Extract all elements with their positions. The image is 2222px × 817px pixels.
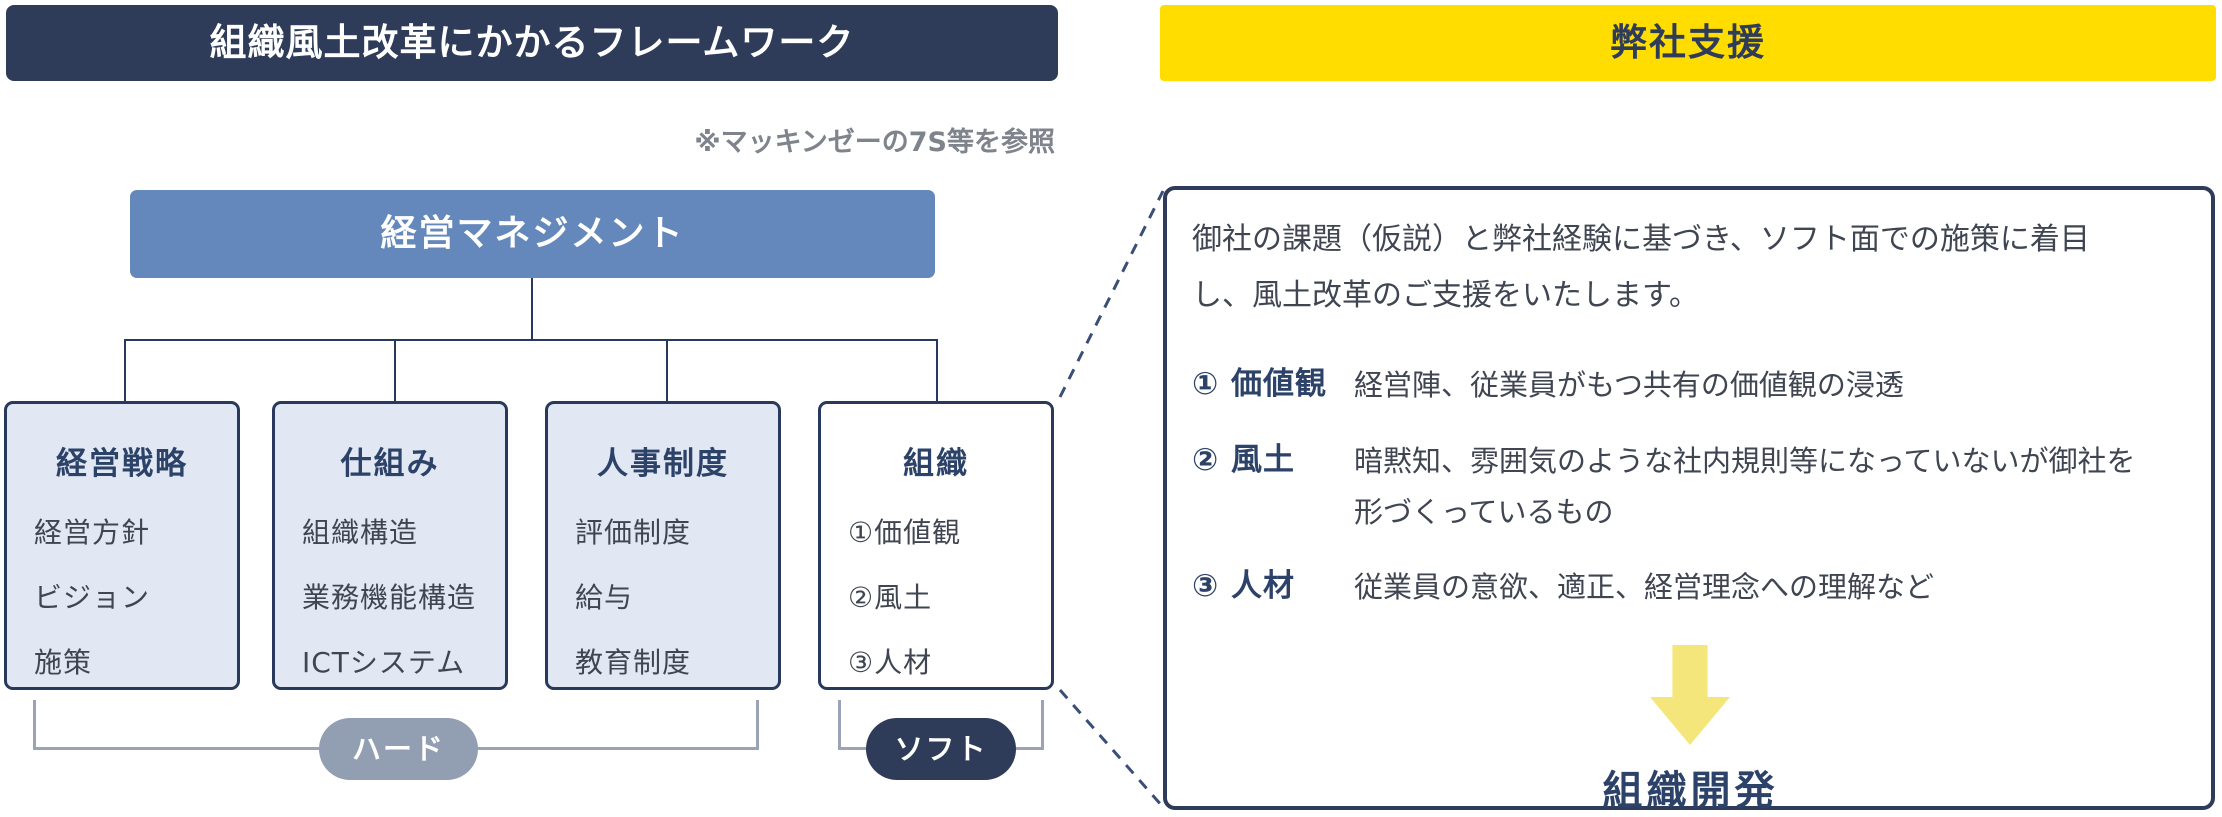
box-structure-item: ICTシステム bbox=[302, 646, 466, 679]
hard-bracket-right bbox=[756, 700, 759, 750]
support-title: 弊社支援 bbox=[1160, 5, 2216, 81]
connector-drop-4 bbox=[936, 339, 938, 401]
box-hr-system-item: 給与 bbox=[575, 581, 634, 614]
connector-stem bbox=[531, 278, 533, 340]
box-hr-system-item: 教育制度 bbox=[575, 646, 692, 679]
box-structure-item: 業務機能構造 bbox=[302, 581, 477, 614]
box-organization-title: 組織 bbox=[903, 446, 969, 482]
reference-note: ※マッキンゼーの7S等を参照 bbox=[694, 127, 1055, 158]
row-culture-desc: 暗黙知、雰囲気のような社内規則等になっていないが御社を 形づくっているもの bbox=[1354, 444, 2136, 529]
box-structure-title: 仕組み bbox=[340, 446, 440, 482]
box-strategy-title: 経営戦略 bbox=[56, 446, 188, 482]
box-strategy-item: 施策 bbox=[34, 646, 93, 679]
row-values-label: ① 価値観 bbox=[1192, 366, 1328, 402]
row-people-desc: 従業員の意欲、適正、経営理念への理解など bbox=[1354, 570, 1935, 604]
box-organization-item: ②風土 bbox=[848, 581, 933, 614]
box-organization: 組織 ①価値観 ②風土 ③人材 bbox=[818, 401, 1054, 690]
management-box: 経営マネジメント bbox=[130, 190, 935, 278]
hard-bracket-left bbox=[33, 700, 36, 750]
box-hr-system-title: 人事制度 bbox=[597, 446, 729, 482]
outcome-label: 組織開発 bbox=[1602, 768, 1779, 814]
box-organization-item: ①価値観 bbox=[848, 516, 962, 549]
box-hr-system-item: 評価制度 bbox=[575, 516, 692, 549]
row-values-desc: 経営陣、従業員がもつ共有の価値観の浸透 bbox=[1354, 368, 1904, 402]
box-strategy-item: ビジョン bbox=[34, 581, 151, 614]
row-culture-label: ② 風土 bbox=[1192, 442, 1296, 478]
box-hr-system: 人事制度 評価制度 給与 教育制度 bbox=[545, 401, 781, 690]
row-people-label: ③ 人材 bbox=[1192, 568, 1296, 604]
connector-drop-3 bbox=[666, 339, 668, 401]
connector-crossbar bbox=[124, 339, 938, 341]
framework-title: 組織風土改革にかかるフレームワーク bbox=[6, 5, 1058, 81]
box-structure: 仕組み 組織構造 業務機能構造 ICTシステム bbox=[272, 401, 508, 690]
box-strategy: 経営戦略 経営方針 ビジョン 施策 bbox=[4, 401, 240, 690]
box-strategy-item: 経営方針 bbox=[34, 516, 151, 549]
connector-drop-1 bbox=[124, 339, 126, 401]
box-organization-item: ③人材 bbox=[848, 646, 933, 679]
soft-pill: ソフト bbox=[866, 718, 1016, 780]
hard-pill: ハード bbox=[319, 718, 478, 780]
soft-bracket-right bbox=[1041, 700, 1044, 750]
soft-bracket-left bbox=[838, 700, 841, 750]
connector-drop-2 bbox=[394, 339, 396, 401]
box-structure-item: 組織構造 bbox=[302, 516, 419, 549]
support-intro: 御社の課題（仮説）と弊社経験に基づき、ソフト面での施策に着目 し、風土改革のご支… bbox=[1192, 222, 2090, 313]
